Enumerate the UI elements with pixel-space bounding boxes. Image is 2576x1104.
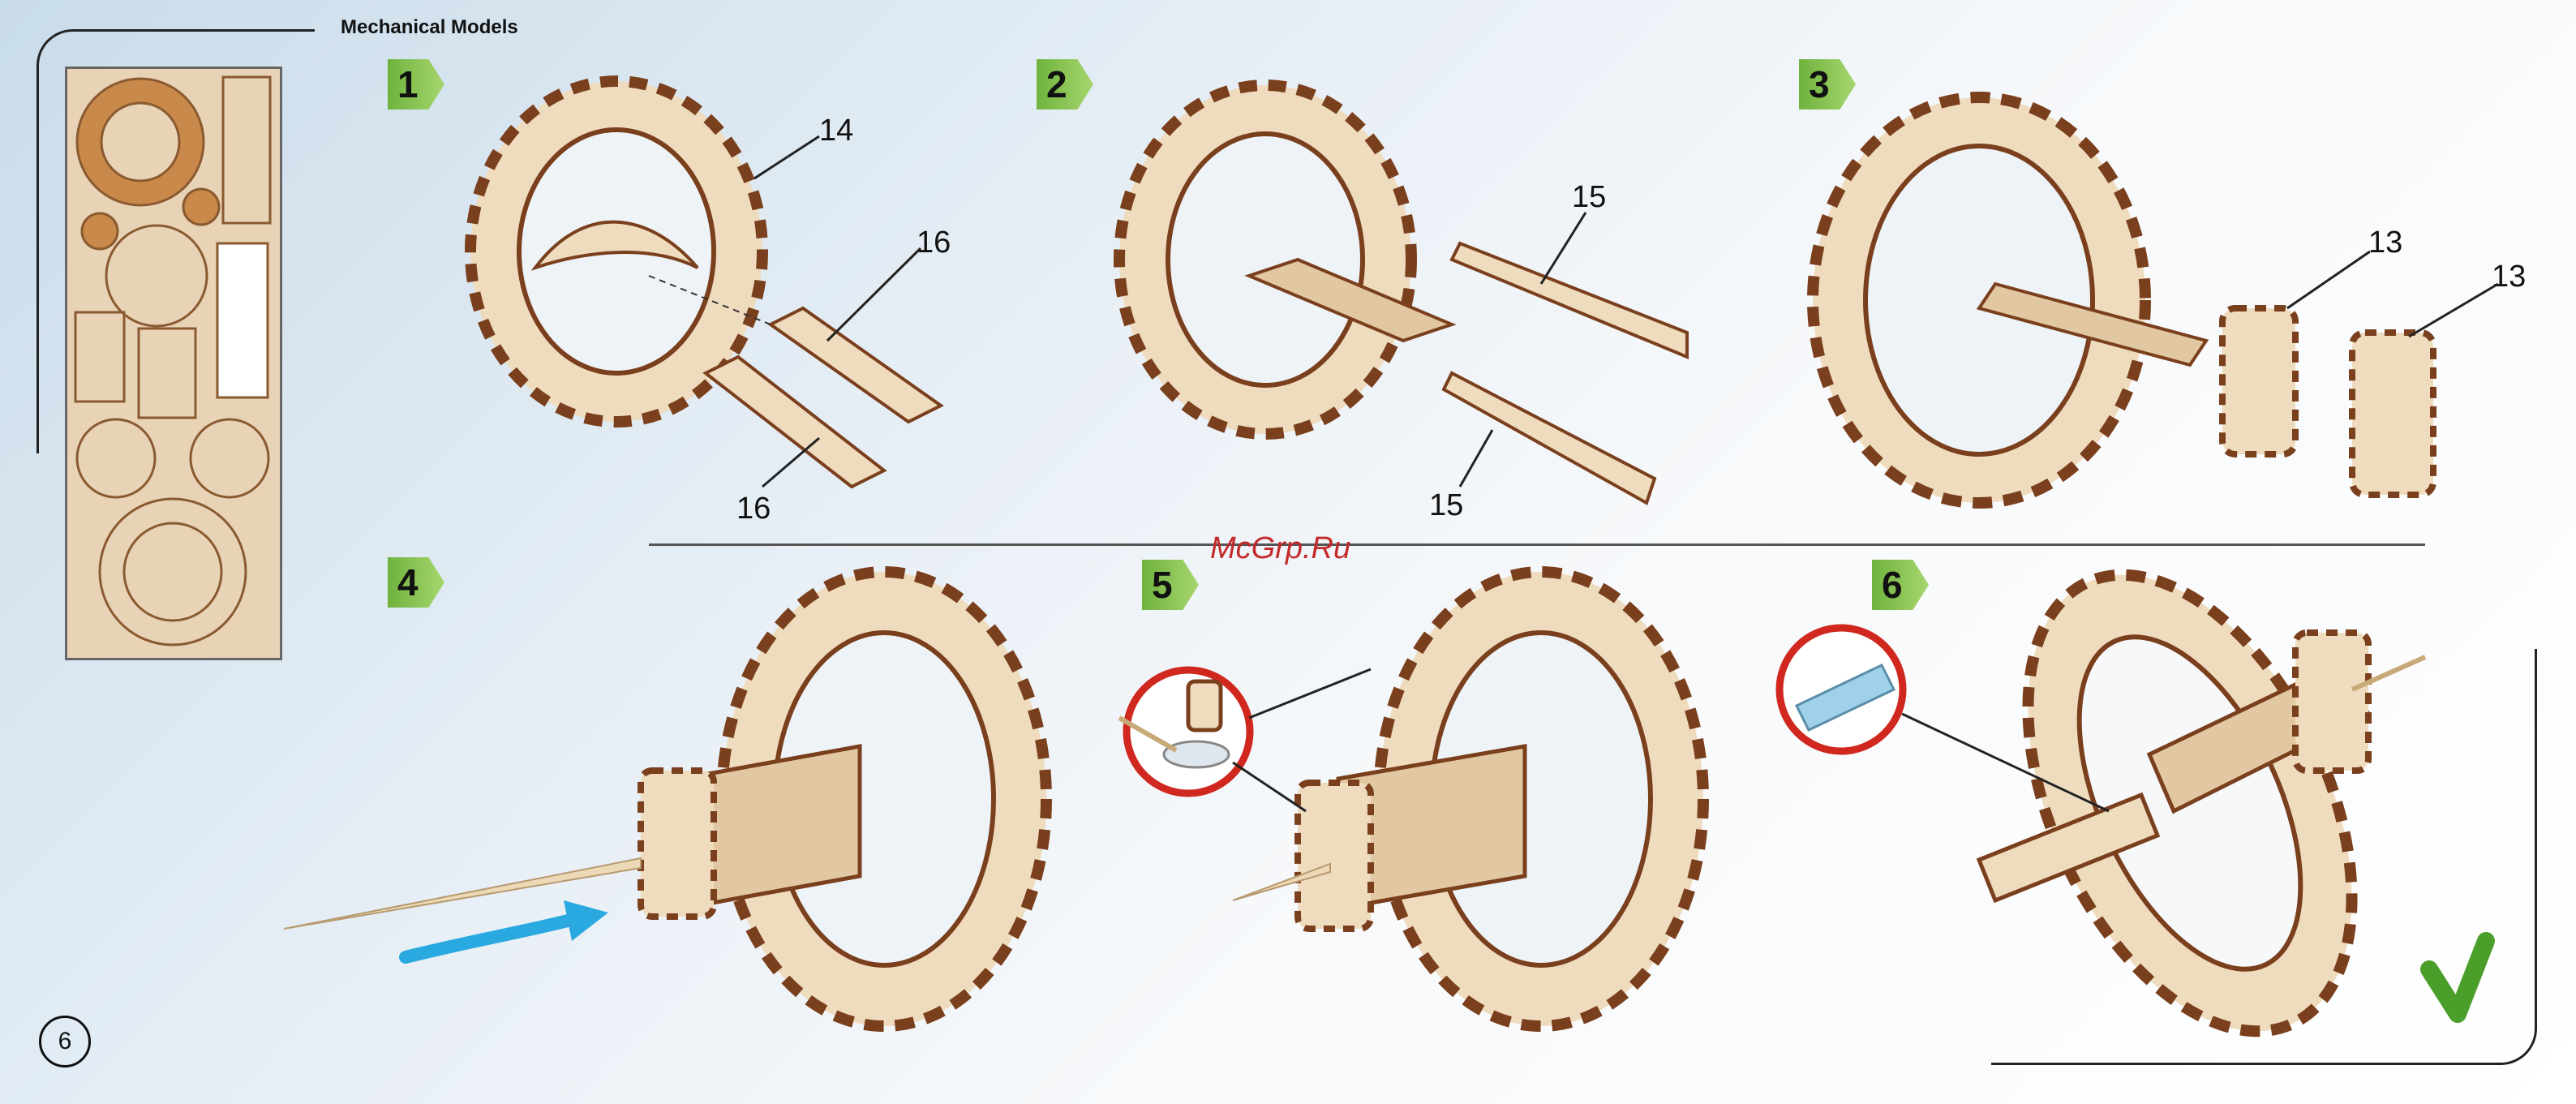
checkmark-icon (2429, 941, 2486, 1014)
step5-gear-icon (1233, 572, 1703, 1026)
step4-gear-icon (284, 572, 1046, 1026)
step6-gear-icon (1962, 524, 2425, 1081)
step1-gear-icon (470, 81, 819, 422)
step2-gear-icon (1119, 85, 1687, 503)
step3-gear-icon (1813, 97, 2498, 503)
insert-arrow-icon (406, 900, 608, 957)
